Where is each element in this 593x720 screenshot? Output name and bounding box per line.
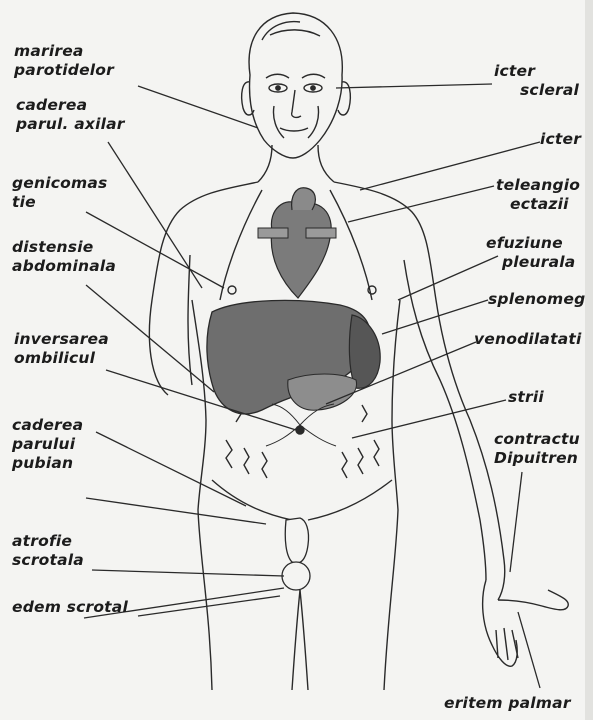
label-line: atrofie (12, 532, 84, 551)
label-icter: icter (540, 130, 581, 149)
label-line: Dipuitren (494, 449, 580, 468)
label-line: scrotala (12, 551, 84, 570)
label-genicomastie: genicomas tie (12, 174, 107, 212)
label-contractura-dupuytren: contractu Dipuitren (494, 430, 580, 468)
label-line: genicomas (12, 174, 107, 193)
label-line: ectazii (496, 195, 580, 214)
label-eritem-palmar: eritem palmar (444, 694, 571, 713)
pulmonary-vessel-left (258, 228, 288, 238)
label-line: contractu (494, 430, 580, 449)
label-line: parotidelor (14, 61, 114, 80)
label-line: ombilicul (14, 349, 109, 368)
label-line: teleangio (496, 176, 580, 195)
label-line: parului (12, 435, 83, 454)
label-teleangiectazii: teleangio ectazii (496, 176, 580, 214)
label-splenomegalie: splenomeg (488, 290, 585, 309)
label-line: scleral (494, 81, 579, 100)
label-line: parul. axilar (16, 115, 125, 134)
label-line: venodilatati (474, 330, 581, 349)
aorta (292, 188, 316, 210)
label-line: marirea (14, 42, 114, 61)
label-caderea-parul-axilar: caderea parul. axilar (16, 96, 125, 134)
label-line: abdominala (12, 257, 116, 276)
label-line: caderea (16, 96, 125, 115)
label-line: distensie (12, 238, 116, 257)
pulmonary-vessel-right (306, 228, 336, 238)
label-line: pubian (12, 454, 83, 473)
label-caderea-parului-pubian: caderea parului pubian (12, 416, 83, 473)
label-line: pleurala (486, 253, 575, 272)
label-line: inversarea (14, 330, 109, 349)
label-line: strii (508, 388, 544, 407)
label-line: caderea (12, 416, 83, 435)
label-line: efuziune (486, 234, 575, 253)
label-inversarea-ombilicului: inversarea ombilicul (14, 330, 109, 368)
label-icter-scleral: icter scleral (494, 62, 579, 100)
label-line: tie (12, 193, 107, 212)
label-edem-scrotal: edem scrotal (12, 598, 128, 617)
label-line: eritem palmar (444, 694, 571, 713)
label-atrofie-scrotala: atrofie scrotala (12, 532, 84, 570)
label-efuziune-pleurala: efuziune pleurala (486, 234, 575, 272)
label-strii: strii (508, 388, 544, 407)
label-line: icter (540, 130, 581, 149)
label-distensie-abdominala: distensie abdominala (12, 238, 116, 276)
label-line: icter (494, 62, 579, 81)
label-line: splenomeg (488, 290, 585, 309)
label-line: edem scrotal (12, 598, 128, 617)
label-marirea-parotidelor: marirea parotidelor (14, 42, 114, 80)
label-venodilatatie: venodilatati (474, 330, 581, 349)
